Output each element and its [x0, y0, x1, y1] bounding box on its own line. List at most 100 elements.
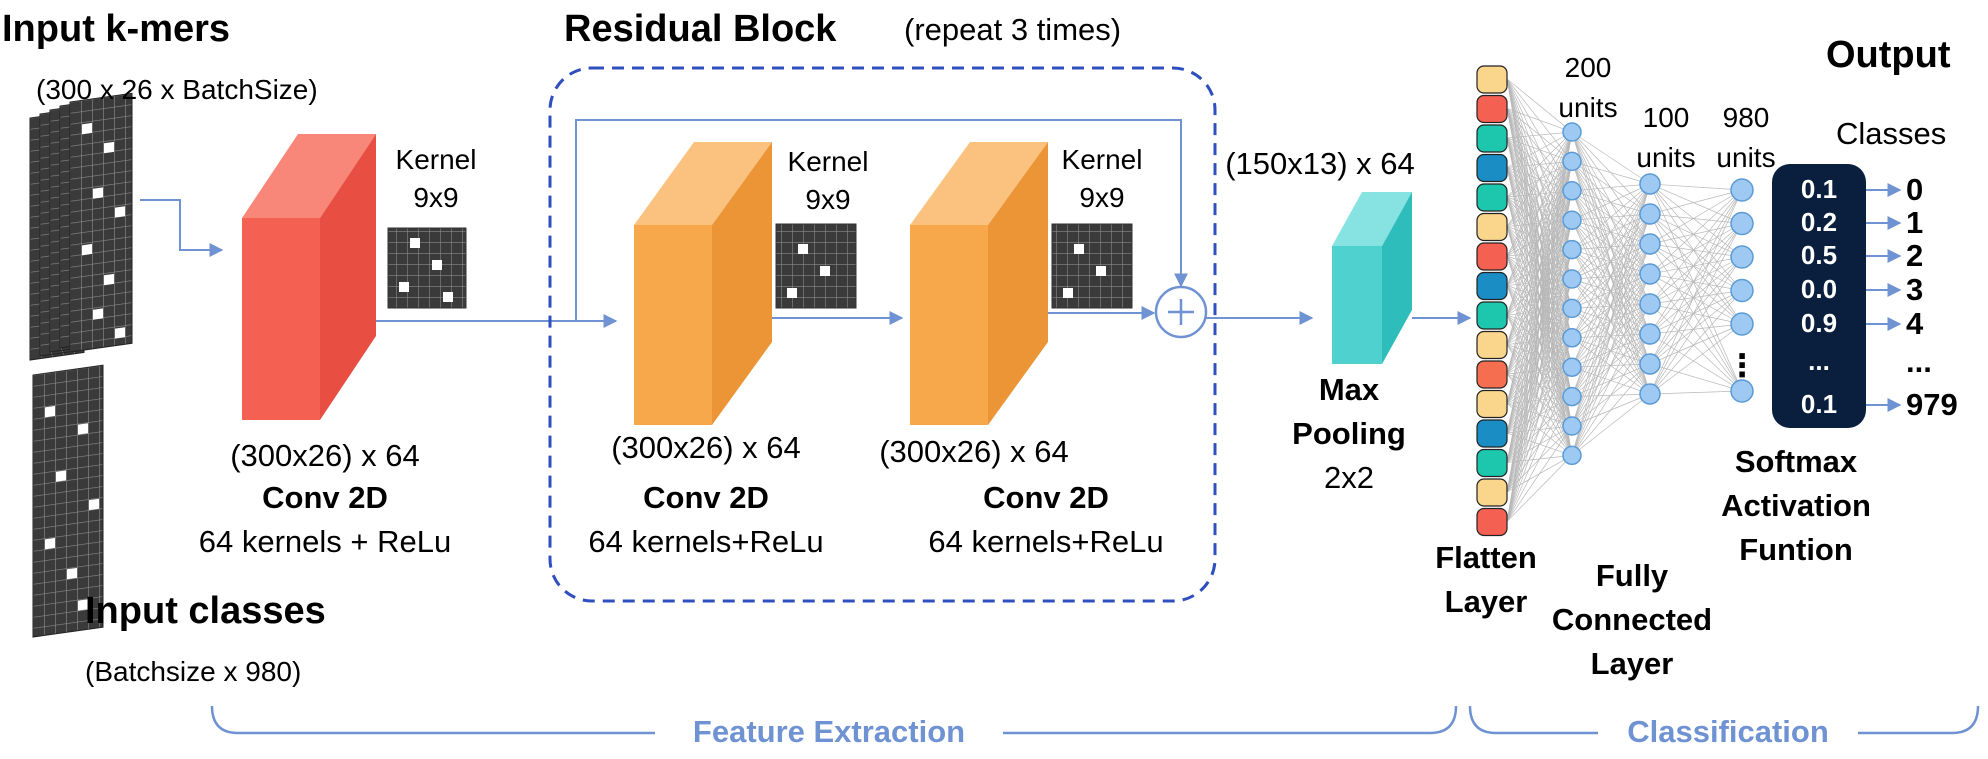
dense-connection-line [1506, 131, 1573, 375]
conv-a-desc: 64 kernels+ReLu [588, 524, 824, 559]
softmax-value: 0.1 [1800, 174, 1838, 204]
dense-connection-line [1649, 223, 1743, 335]
input-kmers-title: Input k-mers [2, 8, 231, 50]
conv-a-kernel-size: 9x9 [805, 184, 851, 215]
conv1-kernel-size: 9x9 [413, 182, 459, 213]
flatten-cell [1476, 507, 1508, 537]
fc-980-node [1730, 245, 1754, 269]
residual-block-border [548, 66, 1217, 603]
dense-connection-line [1649, 189, 1743, 275]
dense-connection-line [1571, 183, 1651, 250]
dense-connection-line [1649, 273, 1743, 291]
flatten-cell [1476, 478, 1508, 507]
dense-connection-line [1571, 183, 1651, 309]
output-classes-label: Classes [1836, 116, 1947, 151]
conv1-dims: (300x26) x 64 [230, 438, 420, 473]
softmax-value: 0.2 [1800, 207, 1838, 237]
fc-200-units: units [1558, 92, 1618, 123]
conv-a-title: Conv 2D [643, 480, 769, 515]
fc-100-node [1639, 353, 1661, 375]
conv-b-kernel-label: Kernel [1061, 144, 1143, 175]
fc-line3: Layer [1590, 646, 1674, 681]
fc-200-node [1562, 416, 1582, 436]
pool-size: 2x2 [1324, 460, 1374, 495]
dense-connection-line [1649, 273, 1743, 392]
dense-connection-line [1649, 303, 1743, 392]
dense-connection-line [1649, 213, 1743, 224]
fc-200-node [1562, 122, 1582, 142]
dense-connection-line [1506, 131, 1573, 404]
flatten-cell [1476, 242, 1508, 271]
dense-connection-line [1571, 183, 1651, 221]
dense-connections [1506, 78, 1743, 522]
residual-subtitle: (repeat 3 times) [904, 12, 1122, 47]
pool-dims: (150x13) x 64 [1225, 146, 1415, 181]
dense-connection-line [1571, 183, 1651, 456]
fc-980-units: units [1716, 142, 1776, 173]
fc-200-node [1562, 210, 1582, 230]
conv-b-title: Conv 2D [983, 480, 1109, 515]
dense-connection-line [1571, 243, 1651, 456]
conv-a-dims: (300x26) x 64 [611, 430, 801, 465]
arrow-input-to-conv1 [140, 199, 224, 257]
flatten-cell [1476, 94, 1508, 124]
softmax-line1: Softmax [1734, 444, 1858, 479]
dense-connection-line [1571, 363, 1651, 456]
fc-200-node [1562, 328, 1582, 348]
dense-connection-line [1571, 161, 1651, 185]
dense-connection-line [1506, 131, 1573, 257]
output-class-label: 2 [1906, 238, 1924, 273]
pool-title-line1: Max [1318, 372, 1380, 407]
softmax-values-box [1772, 164, 1866, 428]
dense-connection-line [1649, 290, 1743, 335]
dense-connection-line [1649, 256, 1743, 365]
fc-200-node [1562, 151, 1582, 172]
input-kmers-stack [29, 92, 133, 361]
output-class-label: 0 [1906, 172, 1924, 207]
fc-100-node [1639, 203, 1661, 225]
dense-connection-line [1649, 390, 1743, 395]
conv-b-desc: 64 kernels+ReLu [928, 524, 1164, 559]
flatten-cell [1476, 124, 1508, 153]
fc-200-node [1562, 239, 1582, 260]
dense-connection-line [1649, 363, 1743, 392]
dense-connection-line [1649, 189, 1743, 245]
residual-title: Residual Block [564, 8, 837, 50]
dense-connection-line [1506, 249, 1573, 522]
dense-connection-line [1649, 290, 1743, 305]
dense-connection-line [1649, 213, 1743, 291]
dense-connection-line [1571, 183, 1651, 397]
dense-connection-line [1571, 183, 1651, 368]
fc-200-number: 200 [1564, 52, 1612, 83]
fc-line1: Fully [1595, 558, 1669, 593]
flatten-line1: Flatten [1435, 540, 1537, 575]
dense-connection-line [1649, 213, 1743, 258]
conv-b-kernel-size: 9x9 [1079, 182, 1125, 213]
fc-980-ellipsis: ⋮ [1726, 348, 1758, 383]
dense-connection-line [1649, 243, 1743, 392]
dense-connection-line [1649, 323, 1743, 395]
dense-connection-line [1649, 183, 1743, 224]
fc-200-node [1562, 445, 1582, 466]
dense-connection-line [1649, 183, 1743, 291]
dense-connection-line [1649, 223, 1743, 275]
conv1-desc: 64 kernels + ReLu [198, 524, 452, 559]
flatten-cell [1476, 153, 1508, 183]
input-classes-grid [32, 364, 104, 638]
dense-connection-line [1649, 183, 1743, 191]
softmax-value: 0.0 [1800, 274, 1838, 304]
kernel-3-grid [1051, 223, 1133, 309]
input-classes-dims: (Batchsize x 980) [85, 656, 302, 687]
dense-connection-line [1649, 223, 1743, 365]
pool-title-line2: Pooling [1292, 416, 1406, 451]
flatten-cell [1476, 65, 1508, 94]
classification-label: Classification [1621, 716, 1835, 747]
fc-980-number: 980 [1722, 102, 1770, 133]
flatten-cell [1476, 183, 1508, 212]
dense-connection-line [1506, 131, 1573, 434]
dense-connection-line [1506, 131, 1573, 198]
fc-100-node [1639, 233, 1661, 255]
fc-100-nodes [1639, 173, 1661, 405]
fc-200-nodes [1562, 122, 1582, 466]
